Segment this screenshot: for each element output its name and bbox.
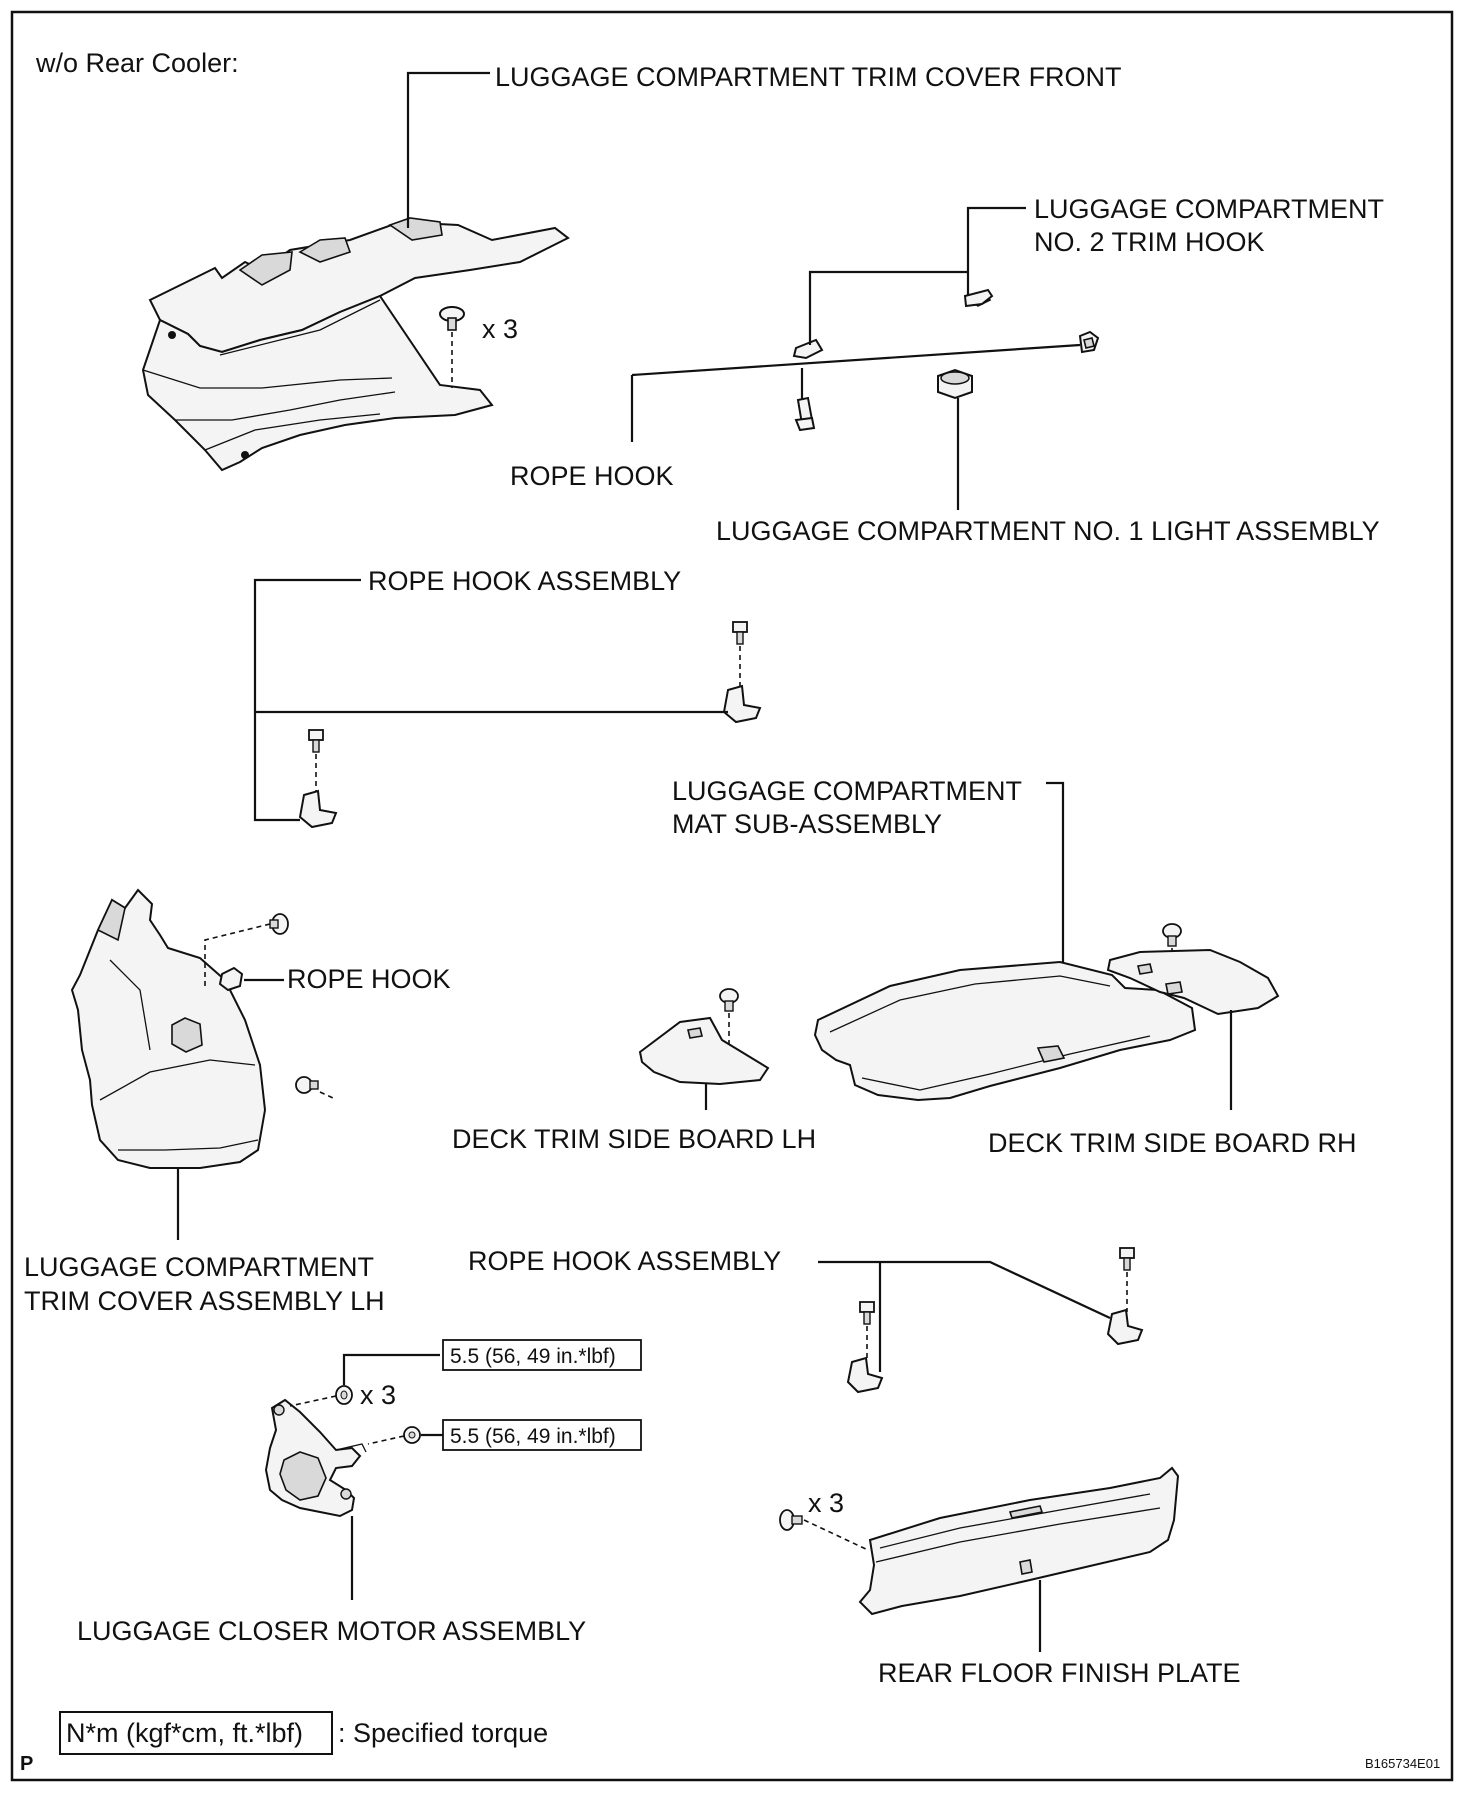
label-trim-cover-lh-line2: TRIM COVER ASSEMBLY LH [24, 1286, 385, 1316]
rope-hook-left-part [218, 966, 244, 992]
label-mat-line1: LUGGAGE COMPARTMENT [672, 776, 1022, 806]
bolt-icon [859, 1301, 875, 1325]
label-rope-hook-assembly-lower: ROPE HOOK ASSEMBLY [468, 1246, 781, 1276]
clip-quantity: x 3 [482, 314, 518, 344]
rope-hook-bracket-left [298, 789, 338, 829]
trim-hook-left-part [792, 338, 824, 360]
legend-box [59, 1711, 333, 1755]
clip-icon [295, 1076, 319, 1094]
label-rope-hook-left: ROPE HOOK [287, 964, 451, 994]
label-deck-rh: DECK TRIM SIDE BOARD RH [988, 1128, 1357, 1158]
label-no2-trim-hook-line1: LUGGAGE COMPARTMENT [1034, 194, 1384, 224]
rear-floor-finish-plate-part [858, 1466, 1180, 1616]
trim-cover-assembly-lh-part [70, 888, 267, 1169]
torque-box [442, 1339, 642, 1371]
trim-hook-right-part [1078, 330, 1100, 354]
legend-box-text: N*m (kgf*cm, ft.*lbf) [66, 1718, 303, 1748]
label-deck-lh: DECK TRIM SIDE BOARD LH [452, 1124, 816, 1154]
rope-hook-bracket-right [722, 684, 762, 724]
torque-box [442, 1419, 642, 1451]
mat-sub-assembly-part [813, 960, 1197, 1102]
rope-hook-part [794, 396, 816, 432]
label-mat-line2: MAT SUB-ASSEMBLY [672, 809, 942, 839]
bolt-icon [1162, 923, 1182, 947]
label-closer-motor: LUGGAGE CLOSER MOTOR ASSEMBLY [77, 1616, 586, 1646]
diagram-frame [10, 10, 1454, 1782]
nut-quantity: x 3 [360, 1380, 396, 1410]
clip-icon [269, 913, 289, 935]
nut-icon [335, 1385, 353, 1405]
rope-hook-bracket-lower-left [846, 1356, 884, 1394]
nut-icon [403, 1426, 421, 1444]
label-rear-floor-plate: REAR FLOOR FINISH PLATE [878, 1658, 1241, 1688]
corner-mark: P [20, 1753, 33, 1775]
bolt-icon [1119, 1247, 1135, 1271]
clip-icon [439, 306, 465, 331]
label-rope-hook-assembly-upper: ROPE HOOK ASSEMBLY [368, 566, 681, 596]
rope-hook-bracket-lower-right [1106, 1308, 1144, 1346]
label-trim-cover-lh-line1: LUGGAGE COMPARTMENT [24, 1252, 374, 1282]
diagram-caption: w/o Rear Cooler: [35, 48, 239, 78]
screw-quantity: x 3 [808, 1488, 844, 1518]
deck-trim-side-board-lh-part [638, 1016, 770, 1086]
legend-text: : Specified torque [338, 1718, 548, 1748]
light-assembly-part [937, 368, 973, 400]
label-rope-hook-top: ROPE HOOK [510, 461, 674, 491]
label-trim-cover-front: LUGGAGE COMPARTMENT TRIM COVER FRONT [495, 62, 1122, 92]
bolt-icon [719, 988, 739, 1012]
closer-motor-part [264, 1398, 367, 1518]
torque-motor-nuts: 5.5 (56, 49 in.*lbf) [450, 1345, 616, 1368]
torque-motor-nut-single: 5.5 (56, 49 in.*lbf) [450, 1425, 616, 1448]
bolt-icon [732, 621, 748, 645]
screw-icon [779, 1509, 803, 1531]
deck-trim-side-board-rh-part [1106, 948, 1280, 1016]
trim-hook-no2-part [963, 288, 994, 308]
bolt-icon [308, 729, 324, 753]
label-light-assembly: LUGGAGE COMPARTMENT NO. 1 LIGHT ASSEMBLY [716, 516, 1380, 546]
trim-cover-front-part [141, 217, 570, 472]
figure-code: B165734E01 [1365, 1756, 1440, 1771]
label-no2-trim-hook-line2: NO. 2 TRIM HOOK [1034, 227, 1265, 257]
